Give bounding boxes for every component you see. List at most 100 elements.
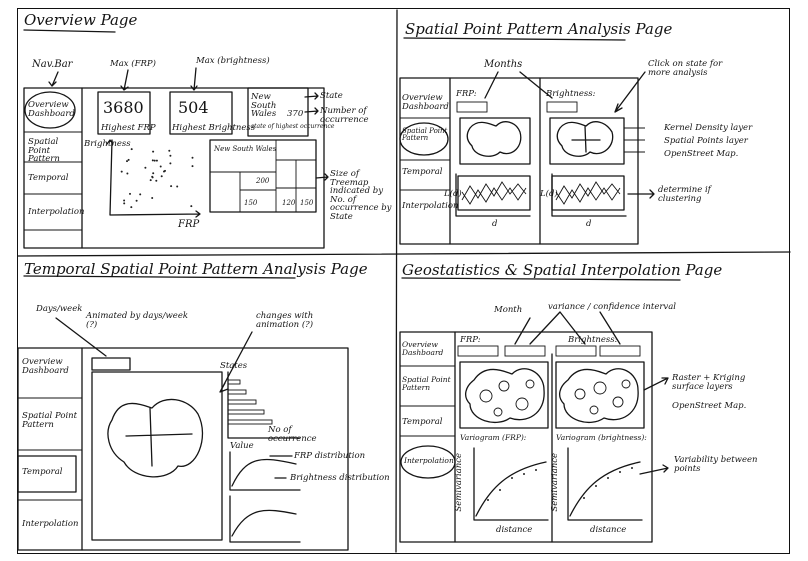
spatial-nav-highlight (399, 122, 449, 156)
interp-nav-spatial[interactable]: Spatial Point Pattern (402, 375, 451, 392)
overview-title-underline (23, 29, 116, 33)
frp-dist-label: FRP distribution (294, 451, 366, 461)
treemap-value-4: 150 (300, 199, 314, 207)
temporal-nav-spatial[interactable]: Spatial Point Pattern (22, 411, 78, 430)
lfunc-box-left (457, 175, 531, 211)
scatter-axes (106, 139, 201, 218)
nav-temporal[interactable]: Temporal (28, 173, 69, 183)
treemap-value-3: 120 (282, 199, 296, 207)
bullet-osm: OpenStreet Map. (664, 149, 739, 159)
scatter-dot (159, 165, 162, 168)
treemap-title: New South Wales (214, 145, 277, 153)
overview-nav-highlight (24, 91, 76, 129)
bright-dist-label: Brightness distribution (290, 473, 390, 483)
spatial-nav-interpolation[interactable]: Interpolation (402, 201, 459, 211)
temporal-nav-interpolation[interactable]: Interpolation (22, 519, 79, 529)
interp-title: Geostatistics & Spatial Interpolation Pa… (402, 261, 723, 279)
overview-title: Overview Page (24, 11, 138, 29)
months-arrows (484, 71, 553, 99)
scatter-dot (123, 199, 126, 202)
nav-overview[interactable]: Overview Dashboard (28, 100, 75, 119)
spatial-nav-spatial[interactable]: Spatial Point Pattern (402, 127, 448, 142)
scatter-dot (130, 148, 133, 151)
layer-pointer-lines (624, 127, 645, 153)
interp-arrows (514, 311, 621, 345)
days-label: Days/week (36, 304, 83, 314)
spatial-nav-temporal[interactable]: Temporal (402, 167, 443, 177)
state-arrow (304, 92, 319, 100)
bullet-spatial-points: Spatial Points layer (664, 136, 748, 146)
interp-nav-interpolation[interactable]: Interpolation (404, 456, 454, 465)
interp-nav-highlight (400, 445, 456, 479)
variogram-brightness (567, 447, 643, 521)
overview-nav-rows (24, 131, 82, 231)
interp-nav-rows (400, 365, 455, 437)
lfunc-ylabel-right: L(d) (540, 189, 558, 199)
scatter-dot (168, 149, 171, 152)
bar-1 (227, 379, 241, 385)
max-frp-arrow (120, 69, 129, 91)
cluster-note: determine if clustering (658, 185, 711, 204)
scatter-dot (126, 160, 128, 163)
changes-note: changes with animation (?) (256, 311, 314, 330)
kpi-frp-value: 3680 (103, 98, 144, 117)
nav-interpolation[interactable]: Interpolation (28, 207, 85, 217)
spatial-title-underline (403, 37, 626, 41)
temporal-nav-temporal[interactable]: Temporal (22, 467, 63, 477)
scatter-dot (139, 193, 142, 196)
state-label: State (320, 91, 343, 101)
scatter-dot (129, 192, 131, 195)
scatter-ylabel: Brightness (84, 139, 131, 149)
spatial-mock-frame (399, 77, 639, 245)
spatial-map-right (549, 117, 625, 165)
interp-nav-temporal[interactable]: Temporal (402, 417, 443, 427)
navbar-arrow (48, 71, 59, 87)
treemap-box (209, 139, 317, 213)
bar-5 (227, 419, 273, 425)
days-dropdown (91, 357, 131, 371)
spatial-map-left (459, 117, 531, 165)
overview-mock-frame (23, 87, 325, 249)
scatter-dot (155, 159, 158, 162)
scatter-dot (123, 202, 126, 205)
interp-var-dropdown-2 (599, 345, 641, 357)
interp-month-dropdown-2 (555, 345, 597, 357)
spatial-nav-rows (400, 117, 450, 191)
interp-brightness-label: Brightness: (568, 335, 618, 345)
navbar-label: Nav.Bar (32, 59, 73, 70)
aus-shape-left (466, 121, 522, 157)
dist-pointer-lines (269, 455, 293, 479)
scatter-dot (152, 172, 155, 175)
changes-arrow (219, 331, 253, 393)
scatter-dot (130, 206, 133, 209)
kpi-brightness-value: 504 (178, 98, 209, 117)
horizontal-divider (17, 251, 791, 257)
spatial-brightness-dropdown (546, 101, 578, 113)
scatter-dot (170, 185, 173, 188)
bar-4 (227, 409, 265, 415)
temporal-title-underline (23, 275, 296, 279)
vario-bright-label: Variogram (brightness): (556, 433, 647, 442)
sheet-frame (17, 8, 790, 554)
interp-var-dropdown (504, 345, 546, 357)
frp-dist-chart (229, 451, 301, 491)
spatial-nav-overview[interactable]: Overview Dashboard (402, 93, 449, 112)
vario-ylabel-right: Semivariance (550, 452, 561, 512)
scatter-dot (164, 169, 166, 172)
scatter-dot (127, 158, 130, 161)
temporal-nav-overview[interactable]: Overview Dashboard (22, 357, 69, 376)
scatter-dot (169, 162, 172, 165)
treemap-value-1: 200 (256, 177, 270, 185)
interp-nav-overview[interactable]: Overview Dashboard (402, 340, 444, 357)
scatter-dot (191, 156, 194, 159)
kpi-brightness-box (169, 91, 233, 135)
scatter-dot (155, 179, 158, 182)
temporal-title: Temporal Spatial Point Pattern Analysis … (24, 260, 368, 278)
cluster-note-arrow (627, 189, 655, 199)
vario-xlabel-right: distance (590, 525, 627, 535)
bar-ylabel: No of occurrence (268, 425, 317, 444)
nav-spatial[interactable]: Spatial Point Pattern (28, 137, 60, 164)
variability-arrow (639, 464, 669, 475)
